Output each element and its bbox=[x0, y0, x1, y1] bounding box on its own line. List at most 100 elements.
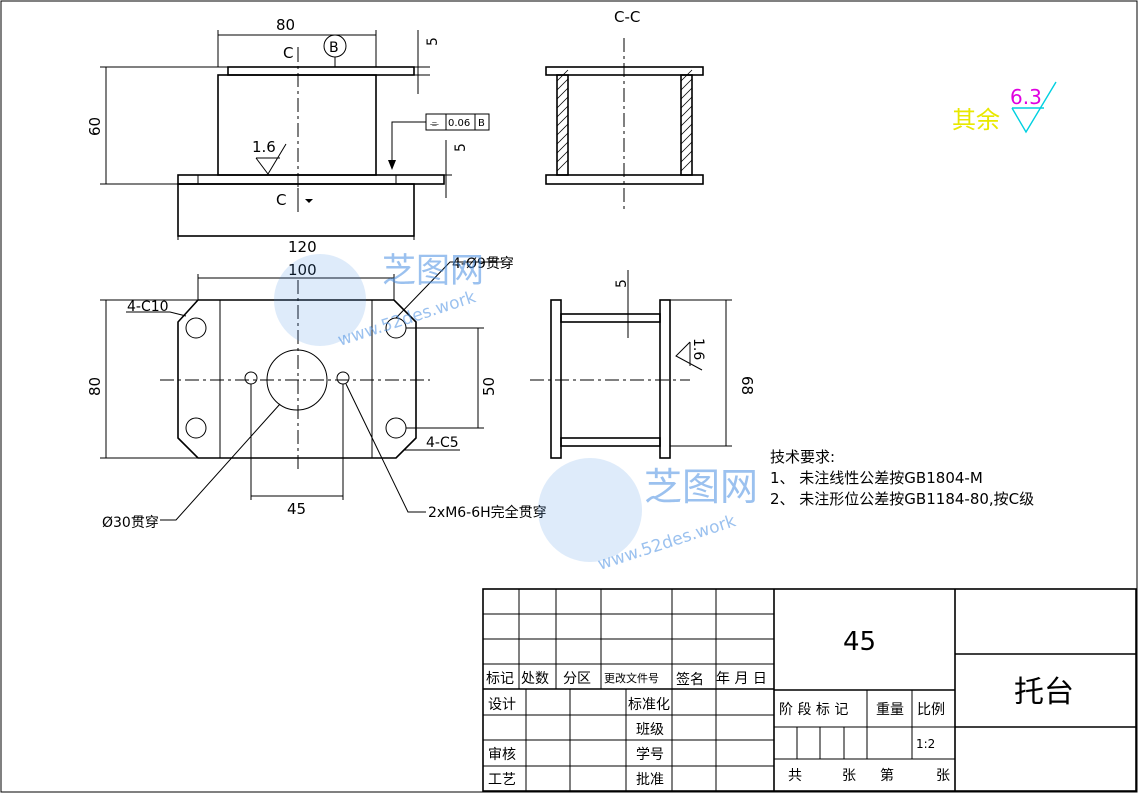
roughness-front: 1.6 bbox=[252, 138, 276, 156]
section-hatch-line bbox=[680, 105, 693, 118]
section-mark-bottom: C bbox=[276, 191, 286, 209]
section-hatch-line bbox=[556, 132, 569, 145]
scale-value: 1:2 bbox=[916, 737, 935, 751]
class-label: 班级 bbox=[636, 722, 664, 738]
tolerance-datum-box bbox=[474, 113, 490, 131]
dim-height: 60 bbox=[86, 117, 104, 136]
top-view: 100 4-Ø9贯穿 4-C10 80 50 4-C5 45 Ø30贯穿 2xM… bbox=[86, 256, 547, 531]
roughness-symbol bbox=[255, 143, 287, 175]
scale-label: 比例 bbox=[917, 702, 945, 718]
tolerance-symbol: ⌯ bbox=[430, 117, 439, 130]
approve-label: 批准 bbox=[636, 772, 664, 788]
section-hatch-line bbox=[680, 123, 693, 136]
dim-thickness-bottom: 5 bbox=[453, 143, 469, 152]
surface-finish-value: 6.3 bbox=[1010, 85, 1042, 109]
standardization-label: 标准化 bbox=[628, 697, 670, 713]
section-mark-top: C bbox=[283, 44, 293, 62]
tolerance-datum: B bbox=[478, 118, 485, 129]
page-sheet-label: 张 bbox=[936, 768, 950, 784]
dim-height-side: 68 bbox=[738, 376, 756, 395]
stage-mark-label: 阶 段 标 记 bbox=[779, 702, 848, 718]
total-label: 共 bbox=[788, 768, 802, 784]
section-hatch-line bbox=[680, 87, 693, 100]
section-hatch-line bbox=[680, 114, 693, 127]
section-hatch-line bbox=[680, 159, 693, 172]
front-top-flange bbox=[227, 66, 415, 76]
rev-header-4: 签名 bbox=[676, 671, 704, 688]
rev-header-1: 处数 bbox=[521, 671, 549, 687]
datum-label: B bbox=[329, 40, 339, 56]
section-hatch-line bbox=[680, 96, 693, 109]
weight-label: 重量 bbox=[876, 702, 904, 718]
top-outline bbox=[177, 299, 417, 459]
watermark-brand-2: 芝图网 bbox=[644, 465, 758, 509]
front-body bbox=[217, 74, 377, 176]
tolerance-value: 0.06 bbox=[448, 118, 470, 129]
bore-callout: Ø30贯穿 bbox=[102, 515, 159, 531]
section-hatch-line bbox=[556, 123, 569, 136]
section-hatch-line bbox=[556, 114, 569, 127]
hole-callout: 4-Ø9贯穿 bbox=[452, 256, 514, 272]
tech-req-item-1: 1、 未注线性公差按GB1804-M bbox=[770, 469, 983, 487]
section-hatch-line bbox=[556, 105, 569, 118]
side-bottom-rib bbox=[560, 437, 661, 447]
side-left-plate bbox=[550, 299, 562, 459]
front-view: 80 C B 60 5 5 ⌯ 0.06 B 1.6 bbox=[86, 16, 490, 256]
watermark-2: 芝图网 www.52des.work bbox=[538, 458, 758, 575]
dim-thickness-top: 5 bbox=[425, 37, 441, 46]
section-hatch-line bbox=[680, 78, 693, 91]
dim-height-topview: 80 bbox=[86, 377, 104, 396]
section-hatch-line bbox=[680, 132, 693, 145]
section-hatch-line bbox=[680, 69, 693, 82]
thread-hole-right bbox=[336, 371, 350, 385]
mount-hole-bl bbox=[185, 417, 207, 439]
tech-req-item-2: 2、 未注形位公差按GB1184-80,按C级 bbox=[770, 490, 1034, 508]
watermark-brand-1: 芝图网 bbox=[382, 251, 484, 291]
student-id-label: 学号 bbox=[636, 747, 664, 763]
rev-header-5: 年 月 日 bbox=[716, 671, 767, 687]
section-hatch-line bbox=[556, 141, 569, 154]
section-hatch-line bbox=[556, 159, 569, 172]
surface-finish-note: 其余 6.3 bbox=[952, 81, 1057, 134]
rev-header-2: 分区 bbox=[563, 671, 591, 687]
dim-hole-spacing-v: 50 bbox=[480, 377, 498, 396]
surface-finish-symbol bbox=[1011, 81, 1057, 134]
roughness-side-symbol: 1.6 bbox=[675, 338, 706, 371]
rev-header-3: 更改文件号 bbox=[604, 671, 659, 685]
section-hatch-line bbox=[680, 141, 693, 154]
section-hatch-line bbox=[680, 150, 693, 163]
section-title: C-C bbox=[614, 8, 640, 26]
side-view: 5 1.6 68 bbox=[530, 270, 756, 459]
process-label: 工艺 bbox=[488, 772, 516, 788]
roughness-side: 1.6 bbox=[690, 338, 706, 360]
section-hatch-line bbox=[556, 87, 569, 100]
section-hatch-line bbox=[556, 69, 569, 82]
thread-callout: 2xM6-6H完全贯穿 bbox=[428, 504, 547, 521]
section-hatch-line bbox=[556, 78, 569, 91]
design-label: 设计 bbox=[488, 697, 516, 713]
dim-width-top: 80 bbox=[276, 16, 295, 34]
thread-hole-left bbox=[244, 371, 258, 385]
section-view: C-C bbox=[545, 8, 704, 212]
dim-hole-spacing-h: 45 bbox=[287, 500, 306, 518]
dim-width-topview: 100 bbox=[288, 261, 317, 279]
tech-requirements: 技术要求: 1、 未注线性公差按GB1804-M 2、 未注形位公差按GB118… bbox=[770, 448, 1034, 508]
part-name: 托台 bbox=[1014, 675, 1074, 710]
side-right-plate bbox=[659, 299, 671, 459]
tech-req-title: 技术要求: bbox=[770, 448, 835, 466]
page-label: 第 bbox=[880, 767, 894, 784]
dim-width-bottom: 120 bbox=[288, 238, 317, 256]
chamfer-callout: 4-C10 bbox=[127, 299, 169, 315]
surface-finish-label: 其余 bbox=[952, 106, 1000, 134]
material: 45 bbox=[843, 627, 876, 657]
section-hatch-line bbox=[556, 96, 569, 109]
rev-header-0: 标记 bbox=[486, 671, 514, 687]
review-label: 审核 bbox=[488, 747, 516, 763]
top-inner-rect bbox=[219, 299, 373, 459]
dim-thickness-side: 5 bbox=[614, 279, 630, 288]
section-hatch-line bbox=[556, 150, 569, 163]
mount-hole-br bbox=[385, 417, 407, 439]
front-base-plate bbox=[177, 174, 445, 185]
side-top-rib bbox=[560, 313, 661, 323]
